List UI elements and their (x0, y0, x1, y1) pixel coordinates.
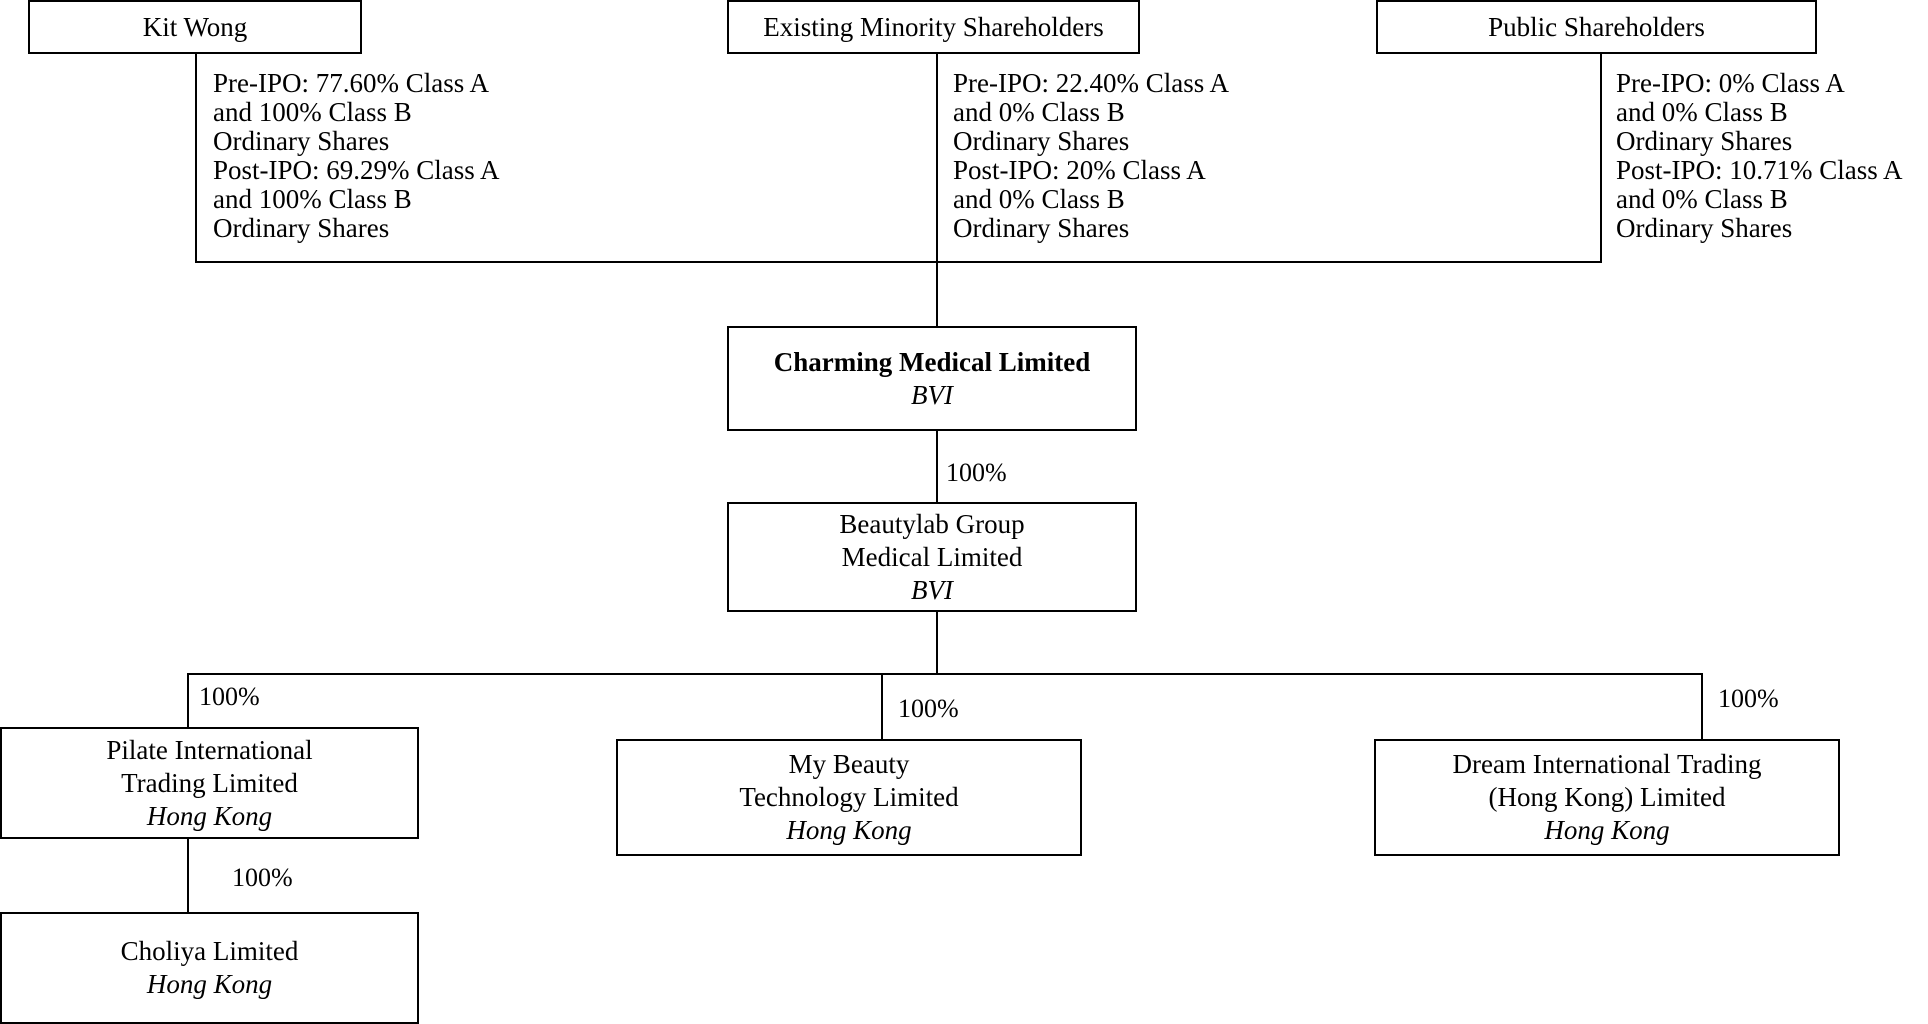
shareholder-name: Public Shareholders (1488, 11, 1705, 42)
entity-jurisdiction: BVI (911, 379, 953, 410)
entity-my-beauty-technology: My Beauty Technology Limited Hong Kong (616, 739, 1082, 856)
shareholding-note-kit-wong: Pre-IPO: 77.60% Class A and 100% Class B… (213, 68, 500, 243)
ownership-percent-beautylab-pilate: 100% (199, 682, 260, 711)
entity-name-line2: Trading Limited (121, 767, 298, 798)
entity-pilate-international: Pilate International Trading Limited Hon… (0, 727, 419, 839)
ownership-percent-charming-beautylab: 100% (946, 458, 1007, 487)
entity-name-line1: My Beauty (788, 749, 910, 779)
entity-jurisdiction: Hong Kong (146, 969, 273, 999)
entity-name-line2: Technology Limited (739, 782, 959, 812)
ownership-percent-beautylab-dream: 100% (1718, 684, 1779, 713)
entity-name-line1: Beautylab Group (839, 508, 1025, 539)
ownership-percent-pilate-choliya: 100% (232, 863, 293, 892)
shareholder-kit-wong: Kit Wong (28, 0, 362, 54)
shareholding-note-existing-minority: Pre-IPO: 22.40% Class A and 0% Class B O… (953, 68, 1229, 243)
connector-pilate-choliya (187, 839, 189, 914)
entity-name: Charming Medical Limited (773, 346, 1091, 377)
entity-beautylab-group: Beautylab Group Medical Limited BVI (727, 502, 1137, 612)
entity-name-line1: Pilate International (106, 734, 313, 765)
entity-name: Choliya Limited (120, 936, 299, 966)
entity-charming-medical: Charming Medical Limited BVI (727, 326, 1137, 431)
entity-choliya: Choliya Limited Hong Kong (0, 912, 419, 1024)
ownership-percent-beautylab-my-beauty: 100% (898, 694, 959, 723)
shareholder-name: Kit Wong (142, 11, 248, 42)
entity-jurisdiction: Hong Kong (1544, 815, 1670, 845)
shareholder-existing-minority: Existing Minority Shareholders (727, 0, 1140, 54)
connector-dream-drop (1701, 673, 1703, 740)
entity-jurisdiction: Hong Kong (786, 815, 912, 845)
connector-minority-drop (936, 44, 938, 330)
entity-name-line2: Medical Limited (841, 541, 1023, 572)
connector-beautylab-drop (936, 612, 938, 674)
connector-pilate-drop (187, 673, 189, 728)
entity-jurisdiction: Hong Kong (146, 800, 273, 831)
connector-shareholder-bus (195, 261, 1602, 263)
entity-jurisdiction: BVI (911, 574, 953, 605)
entity-dream-international: Dream International Trading (Hong Kong) … (1374, 739, 1840, 856)
connector-kit-wong-drop (195, 36, 197, 263)
connector-charming-beautylab (936, 431, 938, 504)
connector-public-drop (1600, 44, 1602, 263)
shareholder-public: Public Shareholders (1376, 0, 1817, 54)
entity-name-line2: (Hong Kong) Limited (1488, 782, 1726, 812)
connector-subsidiary-bus (187, 673, 1703, 675)
shareholder-name: Existing Minority Shareholders (763, 11, 1104, 42)
entity-name-line1: Dream International Trading (1452, 749, 1762, 779)
connector-my-beauty-drop (881, 673, 883, 740)
shareholding-note-public: Pre-IPO: 0% Class A and 0% Class B Ordin… (1616, 68, 1903, 243)
